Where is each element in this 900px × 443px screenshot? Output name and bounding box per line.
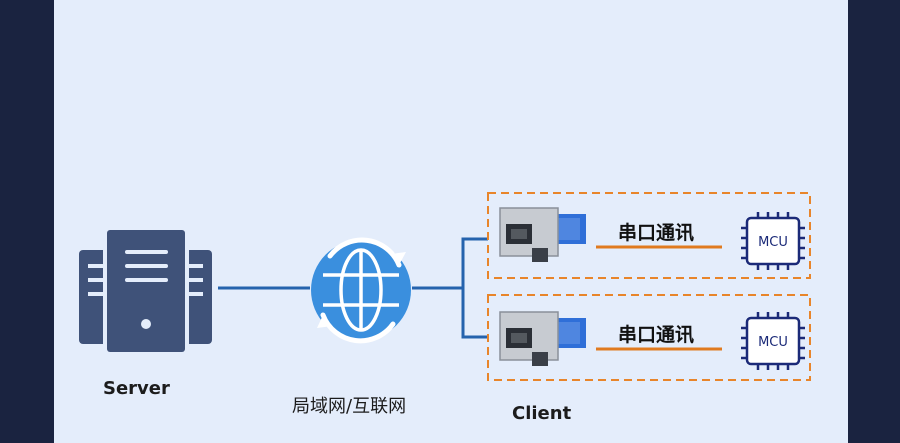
ethernet-module-icon <box>499 311 586 366</box>
client-branch-line <box>461 237 488 339</box>
client-dashed-box <box>487 192 811 279</box>
server-label: Server <box>103 378 170 399</box>
mcu-label: MCU <box>758 335 788 350</box>
server-icon <box>79 226 212 356</box>
mcu-chip-icon: MCU <box>741 312 805 370</box>
serial-comm-label: 串口通讯 <box>618 222 695 244</box>
globe-icon <box>311 237 411 344</box>
client-link-1: MCU <box>487 192 811 279</box>
network-label: 局域网/互联网 <box>292 396 407 417</box>
serial-comm-label: 串口通讯 <box>618 324 695 346</box>
mcu-chip-icon: MCU <box>741 212 805 270</box>
ethernet-module-icon <box>499 207 586 262</box>
diagram-panel <box>54 0 848 443</box>
client-label: Client <box>512 403 572 424</box>
mcu-label: MCU <box>758 235 788 250</box>
client-dashed-box <box>487 294 811 381</box>
client-link-2: MCU <box>487 294 811 381</box>
